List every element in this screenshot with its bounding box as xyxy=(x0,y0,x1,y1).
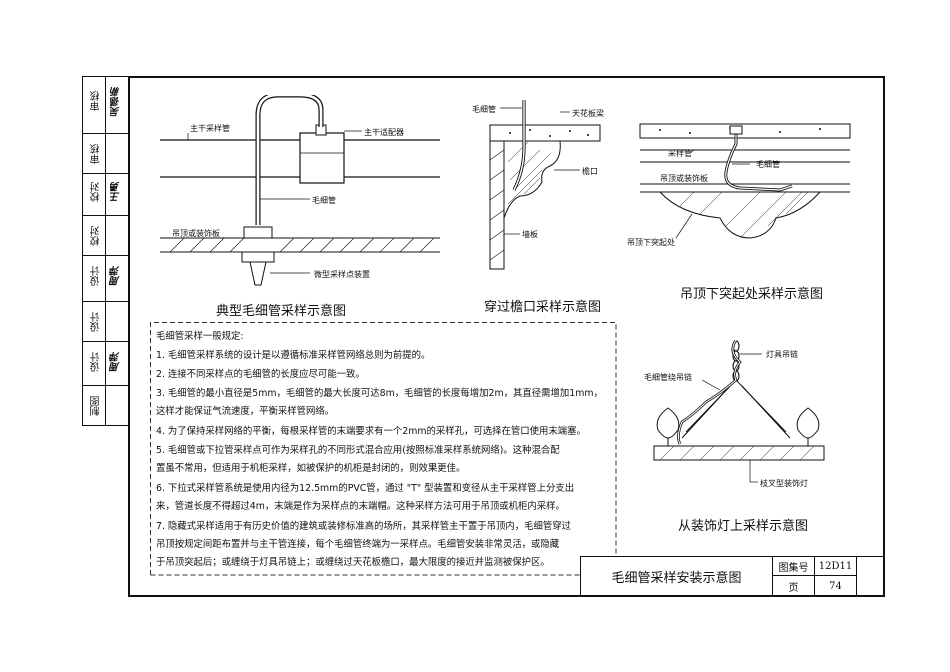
fig4-label-wrap: 毛细管绕吊链 xyxy=(644,373,692,382)
side-row-design-1: 设计 周萍 xyxy=(83,255,129,301)
notes-title: 毛细管采样一般规定: xyxy=(156,331,244,342)
note-line: 3. 毛细管的最小直径是5mm，毛细管的最大长度可达8m，毛细管的长度每增加2m… xyxy=(156,388,603,399)
page-label: 页 xyxy=(773,576,815,596)
fig3-label-protrusion: 吊顶下突起处 xyxy=(627,238,675,247)
fig3-label-pipe: 采样管 xyxy=(668,149,692,158)
atlas-label: 图集号 xyxy=(773,557,815,576)
fig1-caption: 典型毛细管采样示意图 xyxy=(216,304,347,319)
drawing-title: 毛细管采样安装示意图 xyxy=(581,557,773,596)
signature: 周萍 xyxy=(111,266,122,286)
fig2-label-eave: 檐口 xyxy=(582,167,598,176)
fig4-label-chain: 灯具吊链 xyxy=(766,350,798,359)
fig3-label-ceiling: 吊顶或装饰板 xyxy=(660,174,708,183)
fig4-caption: 从装饰灯上采样示意图 xyxy=(678,519,809,534)
note-line: 4. 为了保持采样网络的平衡，每根采样管的末端要求有一个2mm的采样孔，可选择在… xyxy=(156,426,586,437)
notes-panel: 毛细管采样一般规定: 1. 毛细管采样系统的设计是以遵循标准采样管网络总则为前提… xyxy=(156,330,611,570)
side-row-review-2: 审核 xyxy=(83,133,129,173)
fig1-label-capillary: 毛细管 xyxy=(312,196,336,205)
side-label: 设计 xyxy=(91,266,102,286)
fig3-drawing xyxy=(639,123,851,239)
signature: 周萍 xyxy=(111,352,122,372)
fig1-label-sample-point: 微型采样点装置 xyxy=(314,270,370,279)
side-label: 审核 xyxy=(91,144,102,164)
page-number: 74 xyxy=(815,576,857,596)
side-row-review-1: 审核 吴德新 xyxy=(83,77,129,133)
fig2-caption: 穿过檐口采样示意图 xyxy=(484,300,602,315)
atlas-number: 12D11 xyxy=(815,557,857,576)
signature: 王勇 xyxy=(111,182,122,202)
fig2-label-beam: 天花板梁 xyxy=(572,109,604,118)
fig2-label-wall: 墙板 xyxy=(522,230,538,239)
note-line: 7. 隐藏式采样适用于有历史价值的建筑或装修标准高的场所，其采样管主干置于吊顶内… xyxy=(156,521,572,532)
side-row-check-1: 校对 王勇 xyxy=(83,173,129,215)
signature-strip-divider xyxy=(105,77,106,425)
fig2-label-capillary: 毛细管 xyxy=(472,105,496,114)
note-line: 2. 连接不同采样点的毛细管的长度应尽可能一致。 xyxy=(156,369,365,380)
side-label: 审核 xyxy=(91,91,102,111)
side-label: 制图 xyxy=(91,396,102,416)
title-block: 毛细管采样安装示意图 图集号 12D11 页 74 xyxy=(580,556,885,597)
side-label: 校对 xyxy=(91,182,102,202)
note-line: 这样才能保证气流速度，平衡采样管网络。 xyxy=(156,406,335,417)
side-row-design-2: 设计 xyxy=(83,301,129,341)
side-label: 校对 xyxy=(91,226,102,246)
side-label: 设计 xyxy=(91,312,102,332)
fig3-label-capillary: 毛细管 xyxy=(756,160,780,169)
note-line: 于吊顶突起后；或缠绕于灯具吊链上；或缠绕过天花板檐口，最大限度的接近并监测被保护… xyxy=(156,557,550,568)
note-line: 来，管道长度不得超过4m，末端是作为采样点的末端帽。这种采样方法可用于吊顶或机柜… xyxy=(156,501,565,512)
fig4-drawing xyxy=(653,340,825,483)
signature: 吴德新 xyxy=(111,87,122,117)
side-row-check-2: 校对 xyxy=(83,215,129,255)
fig1-label-main-pipe: 主干采样管 xyxy=(190,124,230,133)
fig1-label-adapter: 主干适配器 xyxy=(364,128,404,137)
notes-border xyxy=(150,322,617,576)
note-line: 6. 下拉式采样管系统是使用内径为12.5mm的PVC管，通过 "T" 型装置和… xyxy=(156,483,575,494)
fig1-drawing xyxy=(160,95,440,286)
fig3-caption: 吊顶下突起处采样示意图 xyxy=(680,287,824,302)
fig4-label-lamp: 枝叉型装饰灯 xyxy=(760,479,808,488)
note-line: 1. 毛细管采样系统的设计是以遵循标准采样管网络总则为前提的。 xyxy=(156,350,431,361)
side-label: 设计 xyxy=(91,352,102,372)
note-line: 吊顶按规定间距布置并与主干管连接，每个毛细管终端为一采样点。毛细管安装非常灵活，… xyxy=(156,539,560,550)
fig2-drawing xyxy=(489,100,601,270)
note-line: 5. 毛细管或下拉管采样点可作为采样孔的不同形式混合应用(按照标准采样系统网络)… xyxy=(156,445,560,456)
fig1-label-ceiling: 吊顶或装饰板 xyxy=(172,229,220,238)
signature-strip: 审核 吴德新 审核 校对 王勇 校对 设计 周萍 设计 设计 周萍 制图 xyxy=(82,76,130,426)
side-row-draft: 制图 xyxy=(83,385,129,425)
side-row-design-3: 设计 周萍 xyxy=(83,341,129,385)
note-line: 置虽不常用，但适用于机柜采样，如被保护的机柜是封闭的，则效果更佳。 xyxy=(156,463,466,474)
